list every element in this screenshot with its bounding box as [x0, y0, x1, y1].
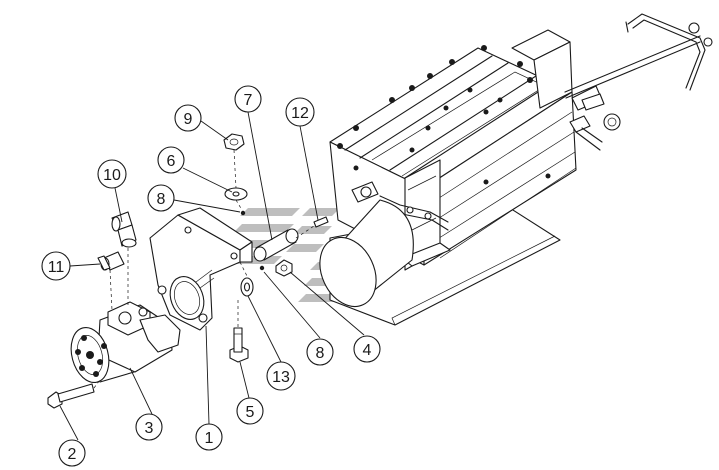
small-pin-lower [259, 265, 265, 271]
callout-9: 9 [174, 104, 202, 132]
callout-8-upper: 8 [147, 184, 175, 212]
callout-1-label: 1 [205, 430, 214, 447]
motor-bolt [47, 383, 95, 409]
callout-4-circle [353, 335, 381, 363]
callout-7-label: 7 [244, 92, 253, 109]
callout-10-circle [97, 159, 127, 189]
callout-6: 6 [157, 146, 185, 174]
callout-3: 3 [135, 413, 163, 441]
hex-bolt [229, 327, 249, 363]
callout-9-label: 9 [184, 111, 193, 128]
hydraulic-motor [70, 301, 181, 383]
sleeve-bushing [253, 228, 299, 262]
callout-8-lower: 8 [306, 338, 334, 366]
callout-11: 11 [41, 251, 71, 281]
callout-8-upper-circle [147, 184, 175, 212]
callout-2-label: 2 [68, 446, 77, 463]
callout-5-label: 5 [246, 404, 255, 421]
small-pin [240, 210, 246, 216]
callout-4-label: 4 [363, 342, 372, 359]
shaft-handle [564, 13, 713, 151]
callout-3-label: 3 [145, 420, 154, 437]
assembly-centerlines [93, 149, 315, 389]
callout-8-lower-circle [306, 338, 334, 366]
hex-nut [223, 133, 245, 151]
callout-2-circle [58, 439, 86, 467]
callout-13-circle [266, 361, 296, 391]
callout-12-circle [285, 97, 315, 127]
callout-1: 1 [195, 423, 223, 451]
callout-6-circle [157, 146, 185, 174]
callout-11-label: 11 [48, 259, 65, 276]
straight-fitting [97, 251, 125, 271]
callout-6-label: 6 [167, 153, 176, 170]
callout-7-circle [234, 85, 262, 113]
callout-11-circle [41, 251, 71, 281]
elbow-fitting [111, 211, 137, 248]
callout-4: 4 [353, 335, 381, 363]
cylinder-cover [319, 181, 414, 307]
callout-10: 10 [97, 159, 127, 189]
callout-12-label: 12 [291, 105, 309, 122]
callout-3-circle [135, 413, 163, 441]
callout-8-upper-label: 8 [157, 191, 166, 208]
callout-7: 7 [234, 85, 262, 113]
callout-leaders [59, 111, 365, 441]
coupling-nut [275, 259, 293, 277]
callout-13-label: 13 [272, 369, 290, 386]
roll-pin [313, 216, 329, 228]
callout-1-circle [195, 423, 223, 451]
callout-5: 5 [236, 397, 264, 425]
callout-8-lower-label: 8 [316, 345, 325, 362]
callout-12: 12 [285, 97, 315, 127]
callout-9-circle [174, 104, 202, 132]
callout-13: 13 [266, 361, 296, 391]
callout-2: 2 [58, 439, 86, 467]
flat-washer [240, 277, 254, 297]
mounting-bracket [149, 207, 253, 331]
callout-5-circle [236, 397, 264, 425]
callout-10-label: 10 [103, 167, 121, 184]
